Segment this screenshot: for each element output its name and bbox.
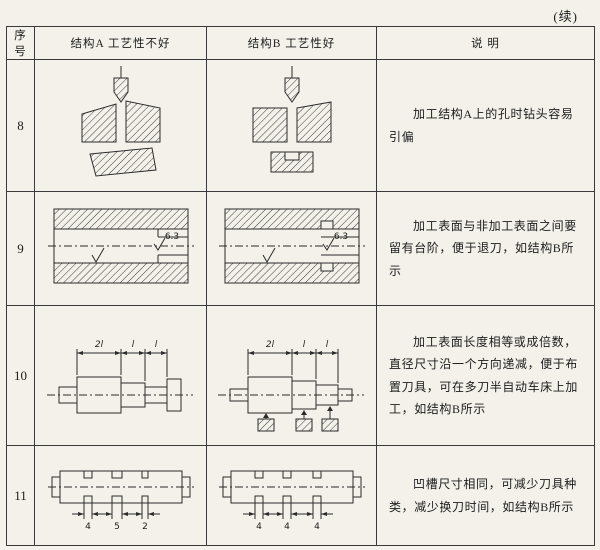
groove-dim-label: 4 [256, 522, 262, 532]
drawing-row8-structure-a [81, 65, 160, 177]
header-seq-no: 序 号 [6, 26, 35, 60]
drawing-row10-structure-b: 2l l l [217, 340, 364, 431]
groove-dim-label: 4 [314, 522, 320, 532]
row10-drawing-b-cell: 2l l l [206, 305, 377, 446]
row8-drawing-a-cell [34, 59, 207, 192]
finish-symbol [91, 247, 104, 264]
row10-number: 10 [6, 305, 35, 446]
finish-value-label: 6.3 [333, 232, 347, 242]
drawing-row10-structure-a: 2l l l [46, 340, 193, 413]
dim-label-l: l [131, 340, 134, 350]
finish-symbol [262, 247, 275, 264]
groove-dim-label: 4 [85, 522, 91, 532]
table-row-11: 11 [6, 445, 595, 546]
drawing-row9-structure-a: 6.3 [47, 208, 194, 284]
cutting-tools [257, 406, 338, 431]
groove-dim-label: 2 [142, 522, 148, 532]
row10-description: 加工表面长度相等或成倍数，直径尺寸沿一个方向递减，便于布置刀具，可在多刀半自动车… [389, 335, 579, 416]
table-row-9: 9 [6, 191, 595, 306]
finish-symbol [322, 237, 334, 251]
row9-description-cell: 加工表面与非加工表面之间要留有台阶，便于退刀，如结构B所示 [376, 191, 595, 306]
groove-dim-label: 4 [284, 522, 290, 532]
drill-icon [113, 65, 128, 103]
header-row: 序 号 结构A 工艺性不好 结构B 工艺性好 说 明 [6, 26, 595, 60]
table-row-8: 8 [6, 59, 595, 192]
dim-label-2l: 2l [94, 340, 103, 350]
row9-drawing-a-cell: 6.3 [34, 191, 207, 306]
row11-description-cell: 凹槽尺寸相同，可减少刀具种类，减少换刀时间，如结构B所示 [376, 445, 595, 546]
flat-workpiece [252, 100, 331, 172]
drawing-row11-structure-a: 4 5 2 [47, 470, 194, 532]
dim-label-2l: 2l [265, 340, 274, 350]
bore-section-with-relief [218, 208, 365, 284]
groove-dim-label: 5 [114, 522, 120, 532]
finish-symbol [153, 237, 165, 251]
dim-label-l: l [325, 340, 328, 350]
grooved-shaft [47, 470, 194, 519]
row9-description: 加工表面与非加工表面之间要留有台阶，便于退刀，如结构B所示 [389, 219, 577, 278]
slanted-workpiece [81, 99, 160, 177]
manufacturability-table: 序 号 结构A 工艺性不好 结构B 工艺性好 说 明 8 [6, 26, 595, 546]
dimension-arrows [76, 350, 167, 355]
row9-drawing-b-cell: 6.3 [206, 191, 377, 306]
row11-drawing-a-cell: 4 5 2 [34, 445, 207, 546]
drawing-row8-structure-b [252, 65, 331, 172]
row8-drawing-b-cell [206, 59, 377, 192]
dimension-arrows [248, 511, 327, 516]
header-structure-a: 结构A 工艺性不好 [34, 26, 207, 60]
header-description: 说 明 [376, 26, 595, 60]
row8-description-cell: 加工结构A上的孔时钻头容易引偏 [376, 59, 595, 192]
continued-label: (续) [553, 9, 578, 24]
row11-drawing-b-cell: 4 4 4 [206, 445, 377, 546]
row8-number: 8 [6, 59, 35, 192]
header-structure-b: 结构B 工艺性好 [206, 26, 377, 60]
grooved-shaft-uniform [218, 470, 365, 519]
row10-drawing-a-cell: 2l l l [34, 305, 207, 446]
drill-icon [284, 65, 299, 103]
dim-label-l: l [154, 340, 157, 350]
drawing-row11-structure-b: 4 4 4 [218, 470, 365, 532]
dimension-arrows [247, 350, 338, 418]
row11-number: 11 [6, 445, 35, 546]
stepped-shaft [46, 348, 193, 413]
row8-description: 加工结构A上的孔时钻头容易引偏 [389, 107, 574, 144]
drawing-row9-structure-b: 6.3 [218, 208, 365, 284]
table-row-10: 10 [6, 305, 595, 446]
row10-description-cell: 加工表面长度相等或成倍数，直径尺寸沿一个方向递减，便于布置刀具，可在多刀半自动车… [376, 305, 595, 446]
dimension-arrows [77, 511, 154, 516]
finish-value-label: 6.3 [164, 232, 178, 242]
row9-number: 9 [6, 191, 35, 306]
dim-label-l: l [302, 340, 305, 350]
stepped-shaft-decreasing [217, 348, 364, 413]
row11-description: 凹槽尺寸相同，可减少刀具种类，减少换刀时间，如结构B所示 [389, 477, 577, 514]
bore-section [47, 208, 194, 284]
